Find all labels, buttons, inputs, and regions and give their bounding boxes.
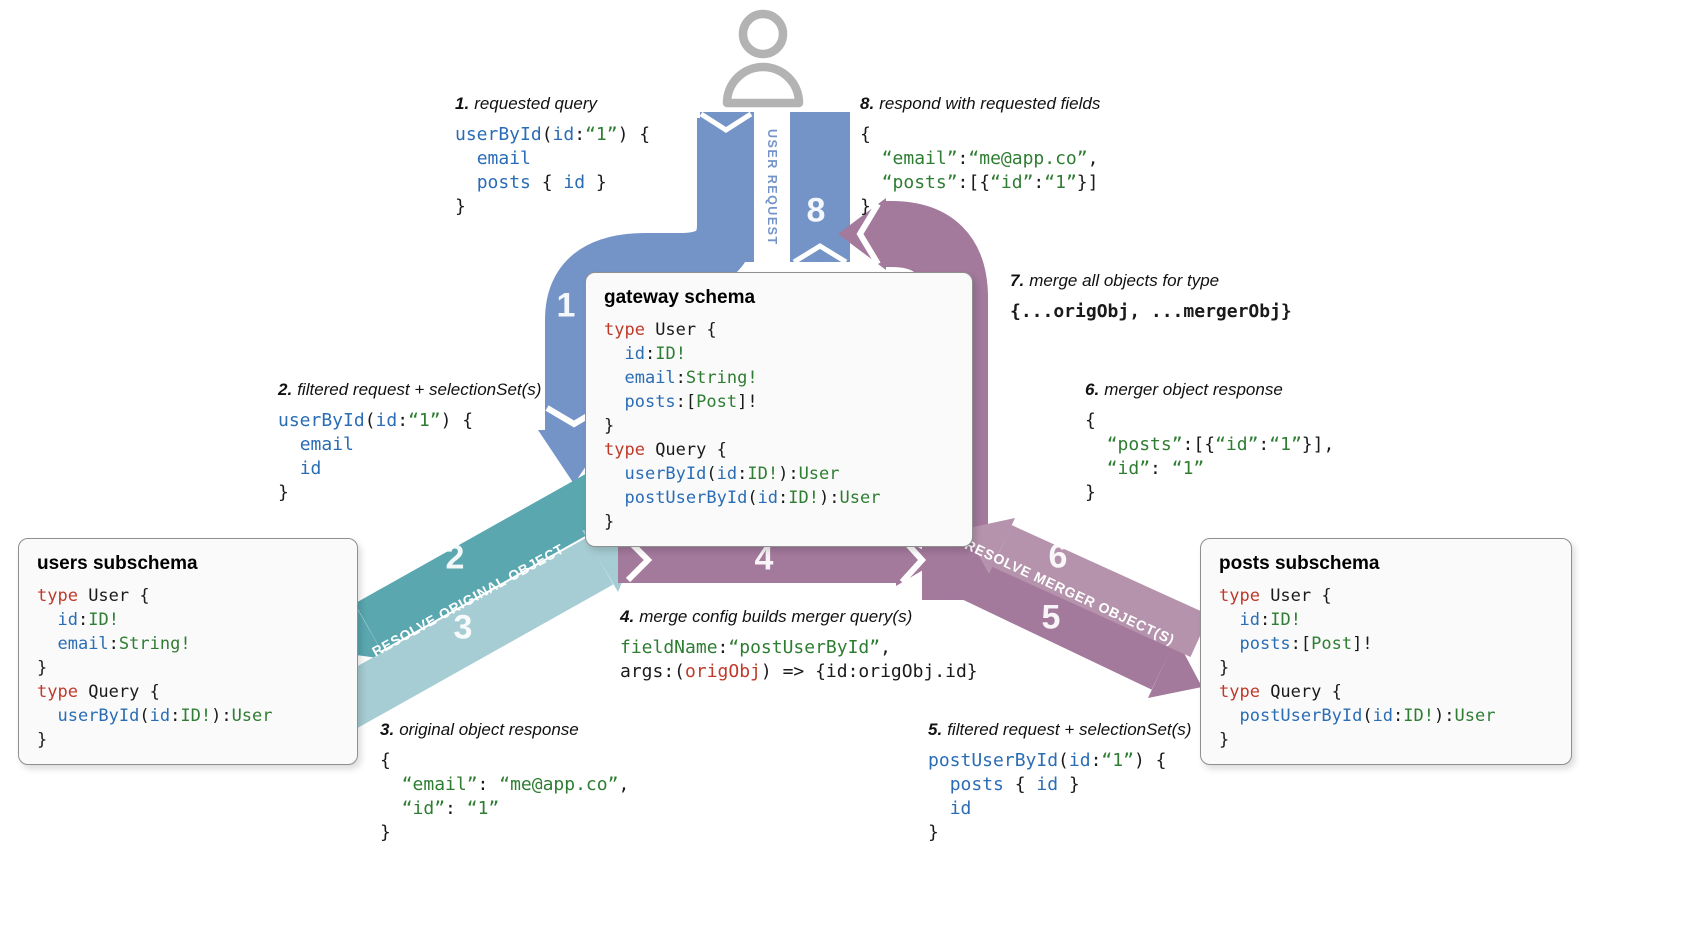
posts-subschema-title: posts subschema	[1219, 553, 1380, 574]
annotation-step-8: 8.respond with requested fields { “email…	[860, 94, 1100, 219]
annotation-1-text: requested query	[474, 94, 598, 113]
chevron-down-icon	[699, 111, 753, 133]
gateway-schema-title: gateway schema	[604, 287, 756, 308]
user-request-band-label: USER REQUEST	[754, 112, 790, 262]
annotation-8-num: 8.	[860, 94, 875, 113]
step-number-6: 6	[1048, 537, 1068, 576]
annotation-5-num: 5.	[928, 720, 943, 739]
annotation-2-code: userById(id:“1”) { email id}	[278, 410, 474, 503]
to-posts-ribbon	[937, 544, 1173, 690]
annotation-3-code: { “email”: “me@app.co”, “id”: “1”}	[380, 750, 630, 843]
annotation-6-label: 6.merger object response	[1085, 380, 1334, 400]
gateway-schema-box: gateway schema type User { id:ID! email:…	[585, 272, 973, 547]
users-subschema-box: users subschema type User { id:ID! email…	[18, 538, 358, 765]
annotation-2-text: filtered request + selectionSet(s)	[297, 380, 542, 399]
from-posts-arrowhead-icon	[964, 518, 1015, 574]
annotation-5-label: 5.filtered request + selectionSet(s)	[928, 720, 1191, 740]
annotation-8-text: respond with requested fields	[879, 94, 1101, 113]
annotation-7-text: merge all objects for type	[1029, 271, 1220, 290]
step-number-3: 3	[453, 608, 473, 647]
chevron-left-icon	[856, 202, 881, 266]
annotation-1-label: 1.requested query	[455, 94, 650, 114]
annotation-4-text: merge config builds merger query(s)	[639, 607, 913, 626]
annotation-step-4: 4.merge config builds merger query(s) fi…	[620, 607, 978, 684]
step-number-4: 4	[754, 539, 774, 578]
chevron-up-icon	[792, 243, 848, 265]
annotation-2-label: 2.filtered request + selectionSet(s)	[278, 380, 541, 400]
annotation-2-num: 2.	[278, 380, 293, 399]
annotation-step-2: 2.filtered request + selectionSet(s) use…	[278, 380, 541, 505]
annotation-3-num: 3.	[380, 720, 395, 739]
step-number-8: 8	[806, 191, 826, 230]
to-posts-arrowhead-icon	[1148, 638, 1202, 698]
annotation-6-text: merger object response	[1104, 380, 1283, 399]
annotation-4-num: 4.	[620, 607, 635, 626]
annotation-5-text: filtered request + selectionSet(s)	[947, 720, 1192, 739]
step-number-1: 1	[556, 286, 576, 325]
annotation-7-code: {...origObj, ...mergerObj}	[1010, 301, 1292, 322]
annotation-step-6: 6.merger object response { “posts”:[{“id…	[1085, 380, 1334, 505]
annotation-step-1: 1.requested query userById(id:“1”) { ema…	[455, 94, 650, 219]
annotation-4-label: 4.merge config builds merger query(s)	[620, 607, 978, 627]
gateway-schema-code: type User { id:ID! email:String! posts:[…	[604, 320, 881, 532]
step-number-5: 5	[1041, 598, 1061, 637]
annotation-3-text: original object response	[399, 720, 579, 739]
from-posts-ribbon	[992, 525, 1210, 657]
annotation-1-code: userById(id:“1”) { email posts { id }}	[455, 124, 651, 217]
annotation-4-code: fieldName:“postUserById”,args:(origObj) …	[620, 637, 978, 682]
user-head-icon	[738, 9, 788, 59]
resolve-merger-ribbon	[618, 198, 1210, 698]
annotation-8-label: 8.respond with requested fields	[860, 94, 1100, 114]
user-shoulders-icon	[722, 62, 804, 108]
user-icon	[722, 9, 804, 108]
users-subschema-title: users subschema	[37, 553, 198, 574]
posts-subschema-code: type User { id:ID! posts:[Post]!}type Qu…	[1219, 586, 1496, 750]
user-request-band-label-text: USER REQUEST	[765, 128, 779, 246]
annotation-6-code: { “posts”:[{“id”:“1”}], “id”: “1”}	[1085, 410, 1335, 503]
step-number-2: 2	[445, 538, 465, 577]
annotation-7-label: 7.merge all objects for type	[1010, 271, 1292, 291]
annotation-7-num: 7.	[1010, 271, 1025, 290]
annotation-step-7: 7.merge all objects for type {...origObj…	[1010, 271, 1292, 324]
from-users-ribbon	[324, 537, 614, 732]
annotation-6-num: 6.	[1085, 380, 1100, 399]
users-subschema-code: type User { id:ID! email:String!}type Qu…	[37, 586, 273, 750]
annotation-3-label: 3.original object response	[380, 720, 629, 740]
request-down-ribbon	[545, 118, 755, 438]
annotation-step-5: 5.filtered request + selectionSet(s) pos…	[928, 720, 1191, 845]
annotation-1-num: 1.	[455, 94, 470, 113]
posts-subschema-box: posts subschema type User { id:ID! posts…	[1200, 538, 1572, 765]
annotation-8-code: { “email”:“me@app.co”, “posts”:[{“id”:“1…	[860, 124, 1099, 217]
annotation-step-3: 3.original object response { “email”: “m…	[380, 720, 629, 845]
annotation-5-code: postUserById(id:“1”) { posts { id } id}	[928, 750, 1167, 843]
